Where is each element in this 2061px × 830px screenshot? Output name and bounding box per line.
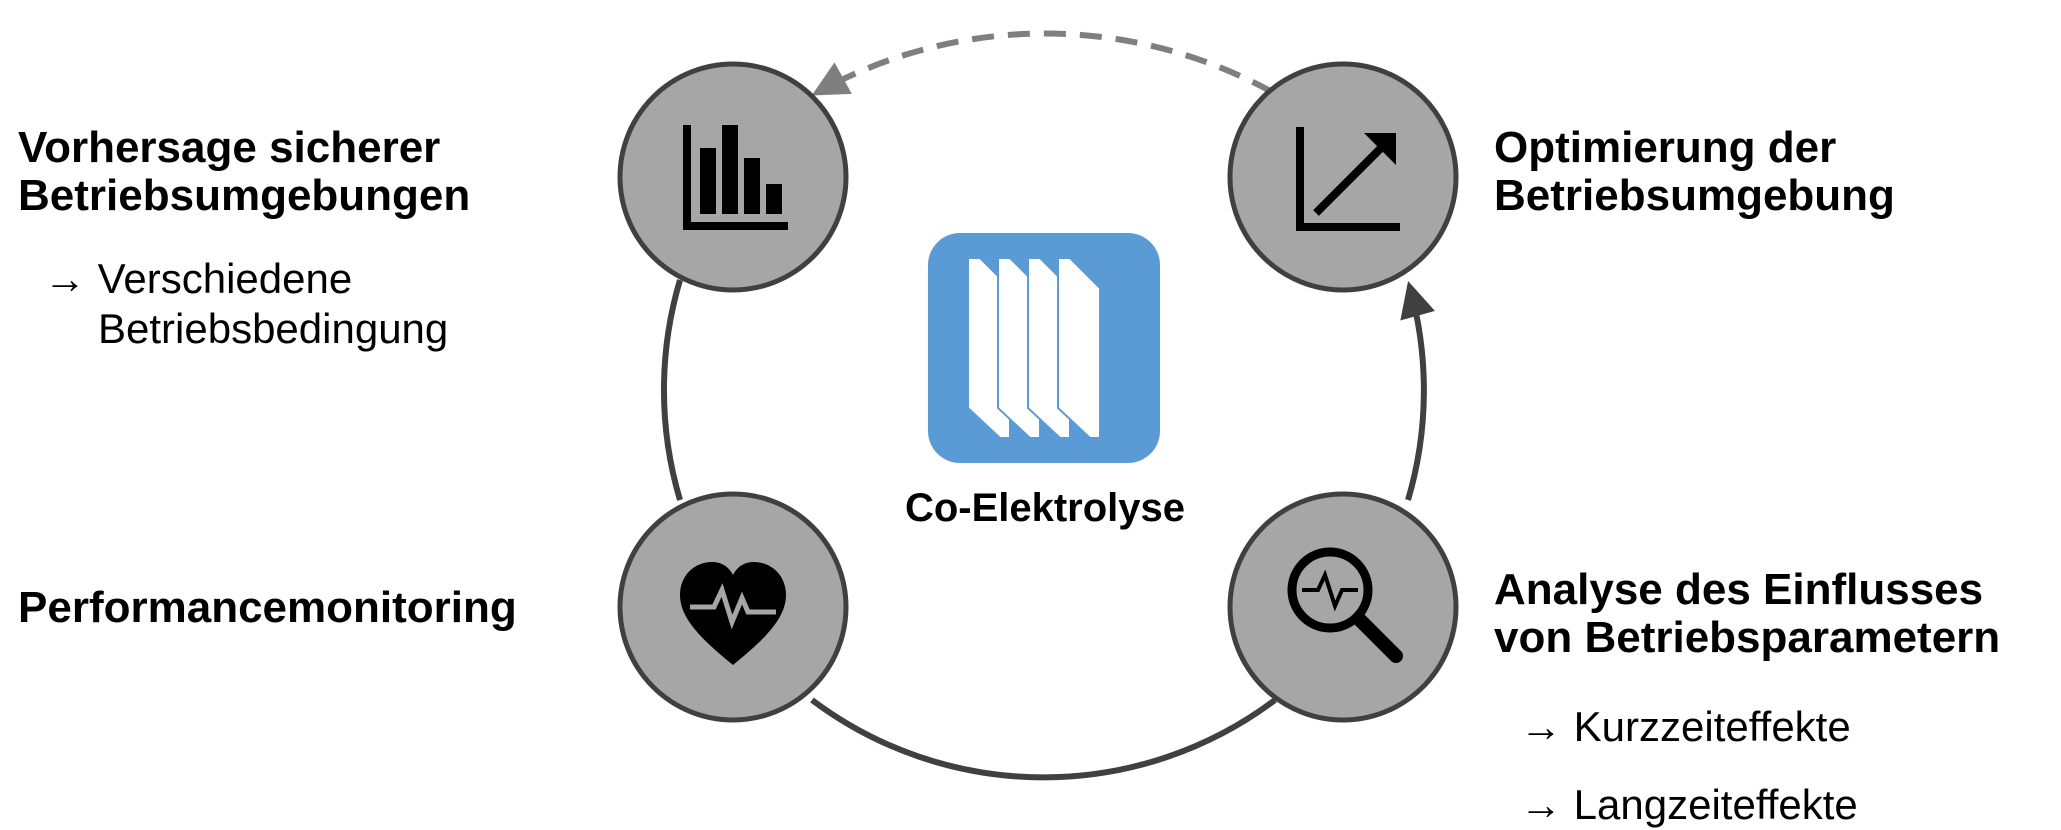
cell-stack-icon xyxy=(967,257,1101,439)
top-left-title-line1: Vorhersage sicherer xyxy=(18,123,441,172)
sub-top-left: → Verschiedene Betriebsbedingung xyxy=(44,254,448,353)
top-right-title-line1: Optimierung der xyxy=(1494,123,1837,172)
cycle-arc-left xyxy=(660,279,683,501)
node-bottom-left xyxy=(617,491,849,723)
bottom-right-sub-line1: → Kurzzeiteffekte xyxy=(1520,703,1851,750)
bottom-right-title-line1: Analyse des Einflusses xyxy=(1494,565,1984,614)
trend-chart-icon xyxy=(1296,127,1400,231)
center-label: Co-Elektrolyse xyxy=(904,486,1186,530)
top-left-sub-line2: Betriebsbedingung xyxy=(98,304,449,352)
label-bottom-right: Analyse des Einflusses von Betriebsparam… xyxy=(1494,565,2001,663)
top-right-title-line2: Betriebsumgebung xyxy=(1494,171,1895,221)
dashed-return-arrow xyxy=(811,30,1274,96)
heartbeat-icon xyxy=(680,562,786,665)
top-left-sub-line1: → Verschiedene xyxy=(44,255,353,302)
bar-chart-icon xyxy=(683,125,788,230)
top-left-title-line2: Betriebsumgebungen xyxy=(18,171,471,221)
label-bottom-left: Performancemonitoring xyxy=(18,583,517,632)
label-top-left: Vorhersage sicherer Betriebsumgebungen xyxy=(18,123,471,221)
cycle-arc-right-arrow xyxy=(1400,281,1436,501)
cycle-arc-bottom xyxy=(810,697,1277,781)
node-bottom-right xyxy=(1227,491,1459,723)
node-top-left xyxy=(617,61,849,293)
node-top-right xyxy=(1227,61,1459,293)
bottom-right-sub-line2: → Langzeiteffekte xyxy=(1520,781,1858,828)
co-elektrolyse-stack xyxy=(928,233,1160,463)
magnifier-pulse-icon xyxy=(1287,547,1403,663)
bottom-right-title-line2: von Betriebsparametern xyxy=(1494,613,2001,663)
label-top-right: Optimierung der Betriebsumgebung xyxy=(1494,123,1895,221)
